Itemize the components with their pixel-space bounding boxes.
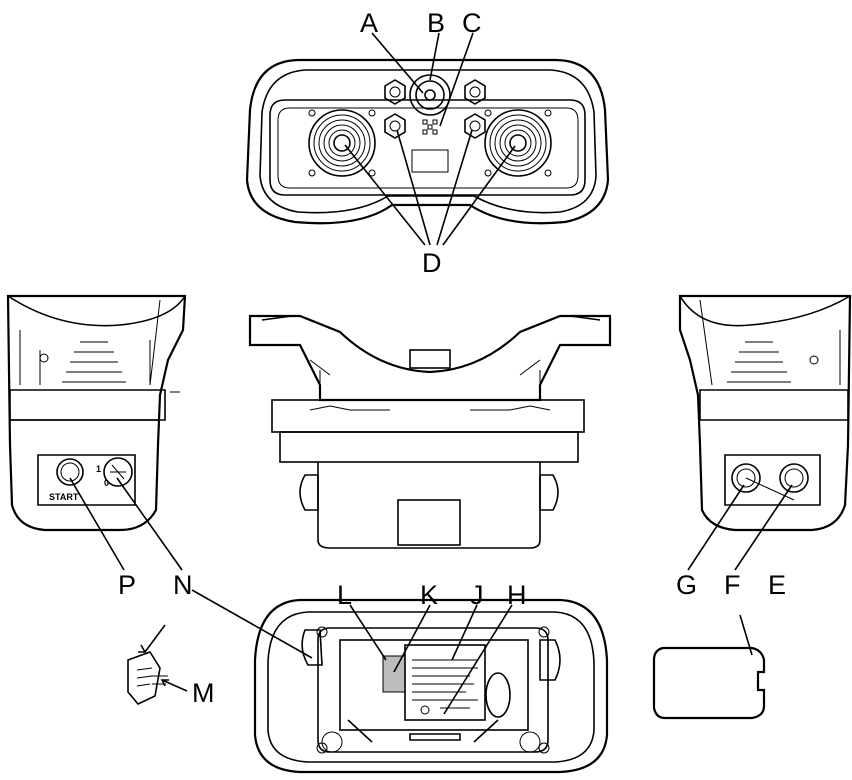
key-position-1: 1 bbox=[96, 464, 101, 474]
right-side-view bbox=[678, 294, 852, 571]
start-label: START bbox=[49, 492, 79, 502]
callout-E: E bbox=[768, 570, 786, 600]
callout-J: J bbox=[470, 580, 484, 610]
battery-pack bbox=[652, 614, 766, 720]
callout-G: G bbox=[676, 570, 697, 600]
callout-A: A bbox=[360, 8, 378, 38]
callout-C: C bbox=[462, 8, 482, 38]
left-joystick bbox=[308, 109, 376, 177]
top-view bbox=[245, 32, 610, 246]
key-position-0: 0 bbox=[104, 478, 109, 488]
bottom-view bbox=[191, 589, 609, 774]
callout-M: M bbox=[192, 678, 215, 708]
callout-H: H bbox=[507, 580, 527, 610]
callout-labels: A B C D P N L K J H G F E M bbox=[118, 8, 786, 708]
display-window bbox=[411, 149, 449, 173]
callout-K: K bbox=[420, 580, 438, 610]
callout-D: D bbox=[422, 248, 442, 278]
left-side-view: START 1 0 bbox=[6, 294, 187, 571]
right-joystick bbox=[484, 109, 552, 177]
front-view bbox=[248, 314, 612, 549]
start-key bbox=[127, 624, 188, 705]
label-plate bbox=[382, 655, 406, 693]
callout-N: N bbox=[173, 570, 193, 600]
callout-B: B bbox=[427, 8, 445, 38]
indicator-leds bbox=[422, 119, 438, 135]
callout-L: L bbox=[337, 580, 352, 610]
switch-buttons bbox=[384, 79, 486, 139]
stop-button bbox=[409, 74, 451, 116]
callout-P: P bbox=[118, 570, 136, 600]
callout-F: F bbox=[724, 570, 741, 600]
